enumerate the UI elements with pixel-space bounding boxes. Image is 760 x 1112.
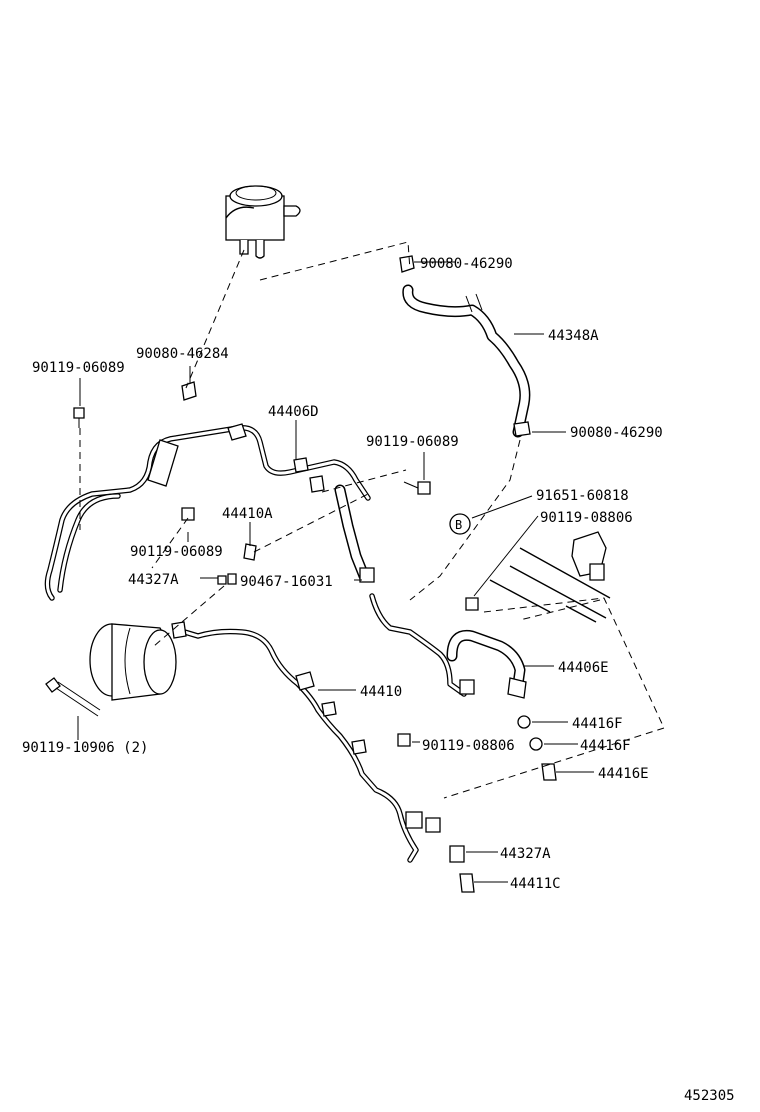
label-44416e: 44416E [598,766,649,782]
marker-b-label: B [455,518,462,532]
bolt-90119-06089-mid [403,481,431,495]
label-91651-60818: 91651-60818 [536,488,629,504]
gasket-44327a-left [217,573,237,585]
label-90080-46290-top: 90080-46290 [420,256,513,272]
union-bolt-44416e [541,763,557,781]
union-bolt-44410a [243,543,257,561]
label-90119-10906: 90119-10906 (2) [22,740,148,756]
bolt-90119-08806-right [465,597,479,611]
pressure-hose-44410 [171,621,441,863]
label-90467-16031: 90467-16031 [240,574,333,590]
label-44416f-a: 44416F [572,716,623,732]
label-44406e: 44406E [558,660,609,676]
label-90119-08806-low: 90119-08806 [422,738,515,754]
bolt-90119-06089-left [73,407,85,428]
nut-44416f-b [529,737,543,751]
label-44411c: 44411C [510,876,561,892]
label-44327a-left: 44327A [128,572,179,588]
dashed-guide-lines [79,241,665,799]
label-90080-46290-mid: 90080-46290 [570,425,663,441]
pressure-tube-44406e [369,593,527,699]
label-90119-06089-mid: 90119-06089 [366,434,459,450]
return-hose-44348a [399,255,531,438]
label-44406d: 44406D [268,404,319,420]
nut-44416f-a [517,715,531,729]
label-90080-46284: 90080-46284 [136,346,229,362]
power-steering-pump-icon [89,623,177,701]
reservoir-tank-icon [225,185,301,259]
bolt-90119-06089-low [181,507,195,521]
label-44416f-b: 44416F [580,738,631,754]
part-labels: 90080-46290 44348A 90080-46284 90119-060… [22,256,735,1104]
diagram-id: 452305 [684,1088,735,1104]
clip-90080-46284 [181,381,197,401]
label-90119-06089-left: 90119-06089 [32,360,125,376]
gasket-44327a-low [449,845,465,863]
label-44410a: 44410A [222,506,273,522]
bolt-90119-08806-low [397,733,411,747]
label-90119-08806-right: 90119-08806 [540,510,633,526]
label-44327a-low: 44327A [500,846,551,862]
long-bolt-90119-10906 [45,677,101,717]
label-90119-06089-low: 90119-06089 [130,544,223,560]
leader-lines [77,261,594,883]
label-44410: 44410 [360,684,402,700]
reference-marker-b: B [449,513,471,535]
steering-gear-icon [489,531,611,623]
pressure-tube-44406d [44,423,375,601]
label-44348a: 44348A [548,328,599,344]
union-bolt-44411c [459,873,475,893]
